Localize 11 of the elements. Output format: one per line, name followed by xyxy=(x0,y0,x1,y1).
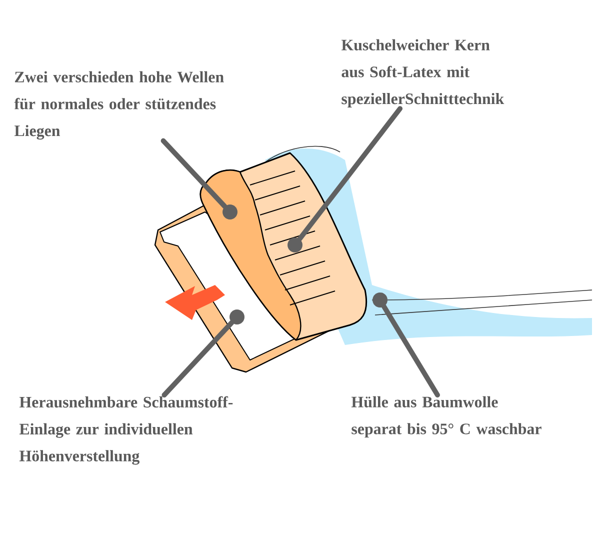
callout-text: Zwei verschieden hohe Wellen für normales oder stützendes Liegen xyxy=(14,71,224,140)
leader-dot xyxy=(372,292,388,308)
leader-line xyxy=(382,304,440,398)
leader-dot xyxy=(222,204,238,220)
callout-text: Hülle aus Baumwolle separat bis 95° C waschbar xyxy=(351,396,542,438)
leader-line xyxy=(160,138,228,209)
callout-text: Herausnehmbare Schaumstoff- Einlage zur individuellen Höhenverstellung xyxy=(19,396,233,465)
leader-line xyxy=(297,106,403,242)
callout-text: Kuschelweicher Kern aus Soft-Latex mit speziellerSchnitttechnik xyxy=(341,39,504,108)
leader-dot xyxy=(288,238,302,252)
leader-dot xyxy=(230,310,244,324)
